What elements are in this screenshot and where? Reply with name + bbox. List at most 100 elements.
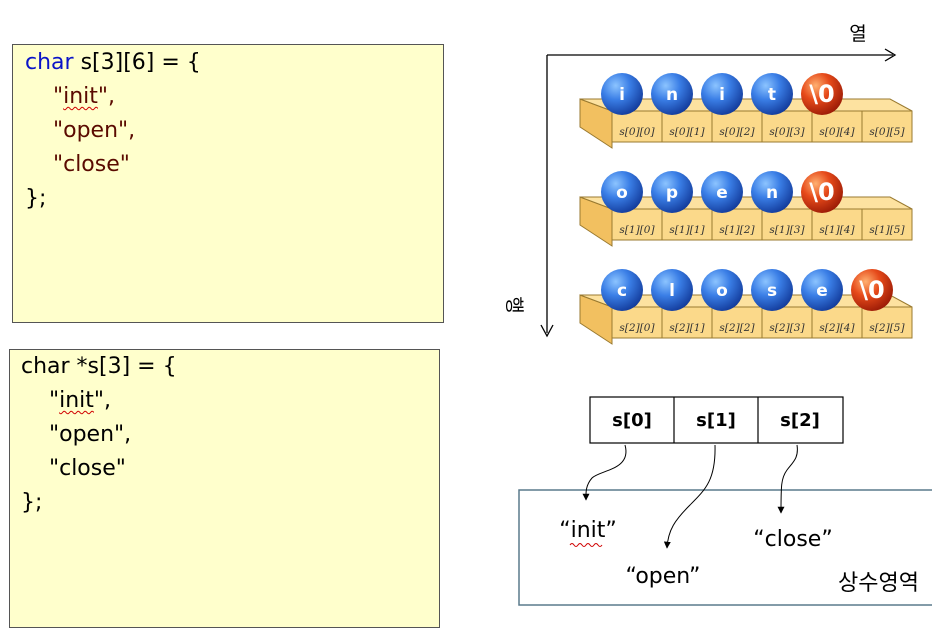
pointer-cell-s0: s[0] bbox=[612, 410, 652, 431]
char-ball bbox=[701, 73, 743, 115]
array-row-2: s[2][0]s[2][1]s[2][2]s[2][3]s[2][4]s[2][… bbox=[579, 269, 913, 345]
array-cell bbox=[761, 306, 813, 339]
pointer-array bbox=[589, 396, 844, 444]
array-cell bbox=[861, 110, 913, 143]
constant-string-close: “close” bbox=[753, 527, 832, 552]
array-cell-label: s[1][0] bbox=[619, 224, 655, 236]
spellcheck-squiggle bbox=[569, 543, 603, 547]
code-quote-close: ", bbox=[97, 84, 116, 109]
constant-string-init: “init” bbox=[559, 518, 617, 543]
array-cell bbox=[811, 306, 863, 339]
code-quote-open: " bbox=[48, 388, 60, 413]
array-cell-label: s[0][4] bbox=[819, 126, 855, 138]
array-cell-label: s[0][2] bbox=[719, 126, 755, 138]
char-ball-label: o bbox=[616, 183, 628, 203]
char-ball bbox=[601, 171, 643, 213]
code-string-init: init bbox=[59, 388, 94, 413]
array-cell bbox=[811, 208, 863, 241]
array-cell-label: s[0][5] bbox=[869, 126, 905, 138]
char-2d-array-code-box: char s[3][6] = { "init", "open", "close"… bbox=[12, 44, 444, 323]
char-ball-label: \0 bbox=[859, 276, 884, 304]
code-line-1: char *s[3] = { bbox=[21, 354, 177, 379]
char-ball bbox=[701, 171, 743, 213]
pointer-cell-s2: s[2] bbox=[780, 410, 820, 431]
char-ball bbox=[651, 171, 693, 213]
array-cell-label: s[0][1] bbox=[669, 126, 705, 138]
array-cell-label: s[2][2] bbox=[719, 322, 755, 334]
row-axis-arrowhead bbox=[540, 324, 554, 338]
char-ball-label: i bbox=[619, 85, 625, 105]
array-cell bbox=[611, 306, 663, 339]
char-ball-label: o bbox=[716, 281, 728, 301]
row-axis-label: 행 bbox=[503, 296, 525, 313]
char-2d-array-code: char s[3][6] = { "init", "open", "close"… bbox=[25, 46, 201, 216]
array-cell bbox=[861, 306, 913, 339]
code-quote-close: ", bbox=[93, 388, 112, 413]
array-cell bbox=[711, 208, 763, 241]
char-ball-label: l bbox=[669, 281, 675, 301]
code-string-open: "open", bbox=[52, 118, 136, 143]
array-cell bbox=[661, 110, 713, 143]
null-terminator-ball bbox=[851, 269, 893, 311]
code-line-end: }; bbox=[21, 490, 43, 515]
char-ball-label: i bbox=[719, 85, 725, 105]
array-cell bbox=[811, 110, 863, 143]
code-string-close: "close" bbox=[52, 152, 130, 177]
array-cell-label: s[1][5] bbox=[869, 224, 905, 236]
array-cell-label: s[0][3] bbox=[769, 126, 805, 138]
pointer-arrow-s0 bbox=[582, 444, 627, 501]
array-row-1: s[1][0] s[1][1] s[1][2] s[1][3] s[1][4] s[1][… bbox=[579, 171, 913, 247]
char-ball-label: \0 bbox=[809, 80, 834, 108]
char-ball-label: \0 bbox=[809, 178, 834, 206]
array-cell bbox=[611, 110, 663, 143]
pointer-cell-s1: s[1] bbox=[696, 410, 736, 431]
constant-string-open: “open” bbox=[626, 564, 701, 589]
char-ball-label: c bbox=[617, 281, 627, 301]
char-ball bbox=[601, 269, 643, 311]
char-ball bbox=[751, 269, 793, 311]
char-ball bbox=[651, 73, 693, 115]
keyword-char: char bbox=[25, 50, 74, 75]
char-ball bbox=[751, 171, 793, 213]
array-cell bbox=[761, 110, 813, 143]
code-string-open: "open", bbox=[48, 422, 132, 447]
array-cell-label: s[1][4] bbox=[819, 224, 855, 236]
code-line-1: s[3][6] = { bbox=[73, 50, 201, 75]
array-cell bbox=[711, 110, 763, 143]
char-pointer-array-code: char *s[3] = { "init", "open", "close" }… bbox=[21, 350, 177, 520]
array-row-0: s[0][0] s[0][1] s[0][2] s[0][3] s[0][4] s[0][… bbox=[579, 73, 913, 149]
array-cell-label: s[2][0] bbox=[619, 322, 655, 334]
constant-area-label: 상수영역 bbox=[838, 571, 919, 596]
code-string-close: "close" bbox=[48, 456, 126, 481]
array-cell-label: s[0][0] bbox=[619, 126, 655, 138]
array-cell-label: s[2][5] bbox=[869, 322, 905, 334]
char-ball bbox=[701, 269, 743, 311]
null-terminator-ball bbox=[801, 171, 843, 213]
code-string-init: init bbox=[63, 84, 98, 109]
pointer-arrow-s1 bbox=[663, 444, 716, 549]
char-ball-label: e bbox=[816, 281, 828, 301]
char-ball-label: n bbox=[666, 85, 678, 105]
char-ball bbox=[751, 73, 793, 115]
col-axis-arrowhead bbox=[884, 48, 897, 62]
null-terminator-ball bbox=[801, 73, 843, 115]
code-quote-open: " bbox=[52, 84, 64, 109]
array-cell-label: s[1][1] bbox=[669, 224, 705, 236]
char-ball bbox=[601, 73, 643, 115]
array-cell-label: s[1][2] bbox=[719, 224, 755, 236]
code-line-end: }; bbox=[25, 186, 47, 211]
col-axis-label: 열 bbox=[849, 23, 866, 45]
array-cell-label: s[2][1] bbox=[669, 322, 705, 334]
array-cell-label: s[2][4] bbox=[819, 322, 855, 334]
array-cell bbox=[761, 208, 813, 241]
char-ball bbox=[801, 269, 843, 311]
char-ball-label: n bbox=[766, 183, 778, 203]
array-cell bbox=[861, 208, 913, 241]
constant-area-box bbox=[518, 489, 932, 606]
char-ball bbox=[651, 269, 693, 311]
char-pointer-array-code-box: char *s[3] = { "init", "open", "close" }… bbox=[9, 349, 440, 628]
array-cell-label: s[1][3] bbox=[769, 224, 805, 236]
char-ball-label: t bbox=[768, 85, 776, 105]
char-ball-label: s bbox=[767, 281, 777, 301]
